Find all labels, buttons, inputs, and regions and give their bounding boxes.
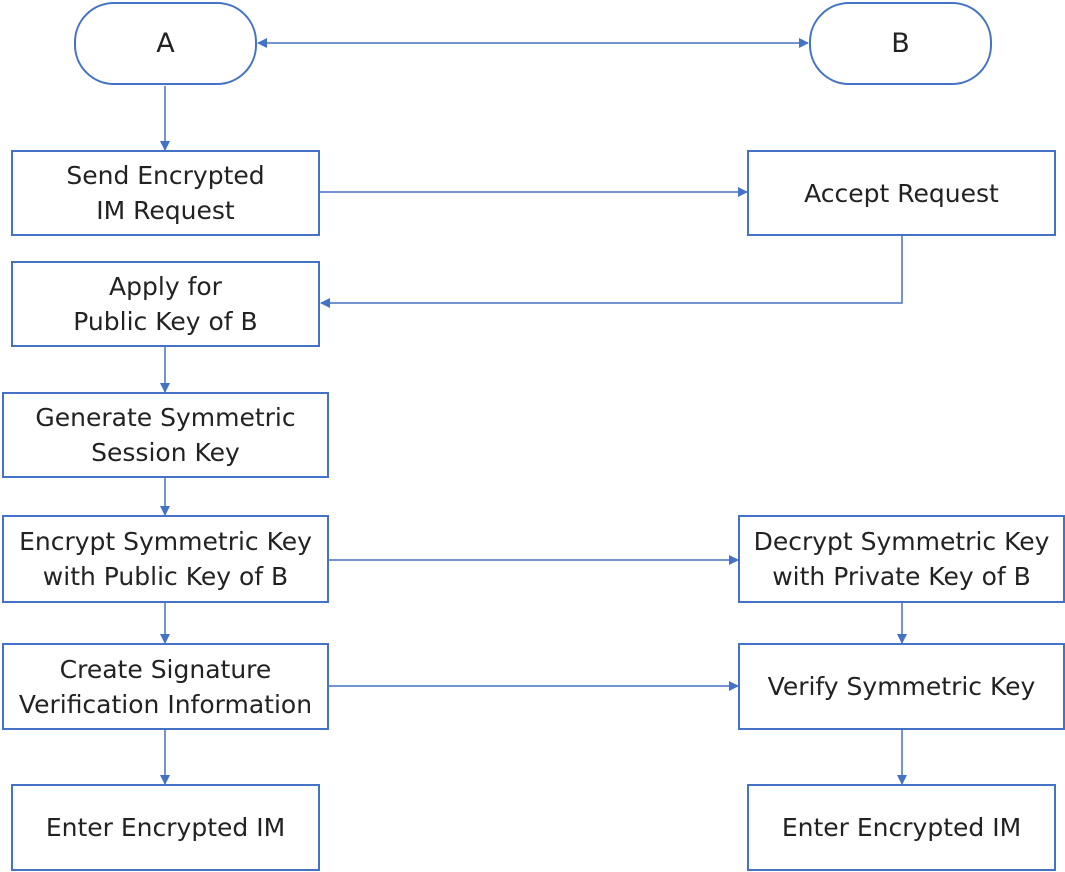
decrypt-symmetric-key-label: Decrypt Symmetric Key with Private Key o… [753, 527, 1050, 591]
actor-a-label: A [156, 28, 175, 59]
encrypt-symmetric-key-label: Encrypt Symmetric Key with Public Key of… [19, 527, 312, 591]
decrypt-symmetric-key-node: Decrypt Symmetric Key with Private Key o… [738, 515, 1065, 603]
enter-im-b-node: Enter Encrypted IM [747, 784, 1056, 871]
generate-session-key-label: Generate Symmetric Session Key [35, 403, 296, 467]
actor-b-label: B [891, 28, 910, 59]
create-signature-node: Create Signature Verification Informatio… [2, 643, 329, 730]
accept-request-label: Accept Request [804, 178, 999, 208]
encrypt-symmetric-key-node: Encrypt Symmetric Key with Public Key of… [2, 515, 329, 603]
apply-public-key-label: Apply for Public Key of B [73, 272, 258, 336]
arrow-accept-to-apply [320, 236, 903, 308]
enter-im-a-label: Enter Encrypted IM [45, 813, 286, 842]
actor-a-node: A [74, 2, 257, 85]
generate-session-key-node: Generate Symmetric Session Key [2, 392, 329, 478]
actor-b-node: B [809, 2, 992, 85]
send-request-label: Send Encrypted IM Request [66, 161, 265, 225]
enter-im-b-label: Enter Encrypted IM [781, 813, 1022, 842]
apply-public-key-node: Apply for Public Key of B [11, 261, 320, 347]
verify-symmetric-key-label: Verify Symmetric Key [767, 672, 1036, 701]
enter-im-a-node: Enter Encrypted IM [11, 784, 320, 871]
verify-symmetric-key-node: Verify Symmetric Key [738, 643, 1065, 730]
send-request-node: Send Encrypted IM Request [11, 150, 320, 236]
create-signature-label: Create Signature Verification Informatio… [18, 654, 313, 719]
accept-request-node: Accept Request [747, 150, 1056, 236]
